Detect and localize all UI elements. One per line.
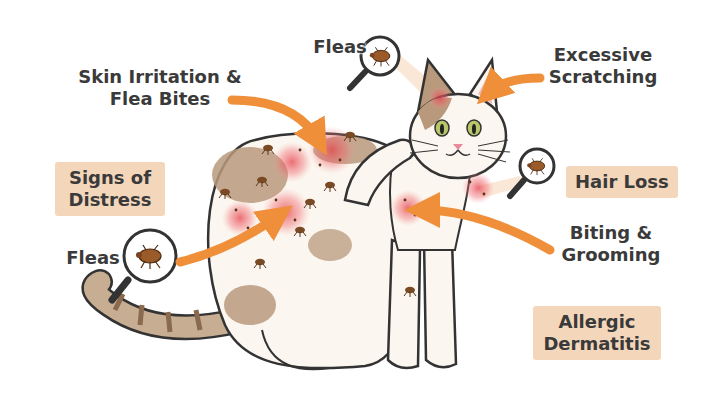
callout-label: Skin Irritation & Flea Bites bbox=[70, 66, 250, 110]
cat-whiskers bbox=[410, 140, 510, 162]
cat-nose bbox=[453, 144, 463, 150]
callout-label: Fleas bbox=[310, 36, 370, 58]
magnifier-icon bbox=[510, 149, 554, 196]
label-text: Fleas bbox=[310, 36, 370, 58]
fur-patch bbox=[308, 229, 352, 261]
cat-front-leg bbox=[424, 240, 456, 367]
cat-pupil bbox=[472, 124, 476, 134]
magnifier-icon bbox=[112, 230, 176, 300]
callout-label: Biting & Grooming bbox=[552, 222, 670, 266]
box-text: Hair Loss bbox=[575, 171, 669, 193]
tail-stripe bbox=[115, 294, 200, 332]
cat-pupil bbox=[440, 124, 444, 134]
symptom-box: Signs of Distress bbox=[55, 162, 165, 216]
cat-eye bbox=[467, 120, 481, 136]
label-text: Excessive Scratching bbox=[538, 44, 668, 88]
cat-mouth bbox=[446, 150, 470, 155]
symptom-box: Allergic Dermatitis bbox=[533, 306, 661, 360]
cat-hind-leg bbox=[262, 330, 330, 369]
fleas-on-cat bbox=[219, 132, 416, 297]
fur-patch bbox=[224, 285, 276, 325]
box-text: Allergic Dermatitis bbox=[542, 311, 652, 355]
label-text: Skin Irritation & Flea Bites bbox=[70, 66, 250, 110]
symptom-box: Hair Loss bbox=[566, 166, 678, 198]
callout-label: Fleas bbox=[60, 247, 126, 269]
label-text: Fleas bbox=[60, 247, 126, 269]
callout-label: Excessive Scratching bbox=[538, 44, 668, 88]
callout-arrows bbox=[180, 78, 550, 262]
cat-head bbox=[410, 94, 506, 178]
cat-front-leg bbox=[388, 240, 420, 368]
box-text: Signs of Distress bbox=[64, 167, 156, 211]
cat-eye bbox=[435, 120, 449, 136]
label-text: Biting & Grooming bbox=[552, 222, 670, 266]
